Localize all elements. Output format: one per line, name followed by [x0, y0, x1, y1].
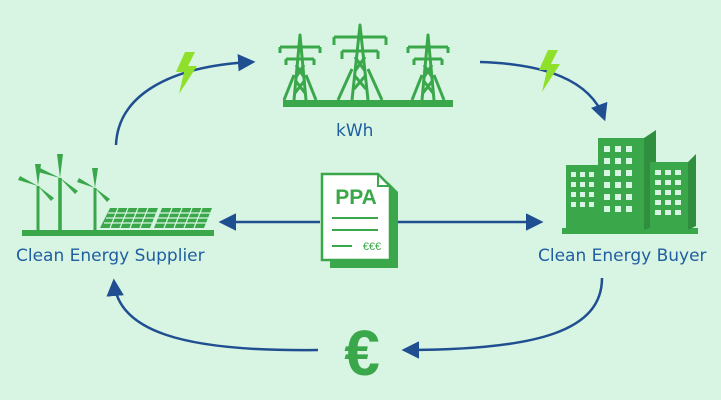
document-icon: PPA €€€ [320, 172, 398, 268]
solar-panel-icon [22, 207, 214, 236]
grid-label: kWh [336, 121, 374, 141]
flow-arrows [106, 53, 608, 359]
arrow-payment-to-supplier [106, 278, 319, 352]
transmission-tower-icon [278, 23, 453, 107]
contract-title: PPA [335, 186, 377, 209]
euro-icon: € [344, 317, 380, 389]
supplier-label: Clean Energy Supplier [16, 246, 205, 266]
arrow-grid-to-buyer [479, 60, 608, 122]
arrow-supplier-to-grid [114, 53, 256, 146]
wind-turbine-icon [18, 154, 110, 232]
lightning-icon [176, 52, 197, 94]
contract-currency: €€€ [363, 241, 381, 253]
buyer-label: Clean Energy Buyer [538, 246, 707, 266]
arrow-buyer-to-payment [401, 277, 604, 359]
lightning-icon [539, 50, 560, 92]
building-icon [562, 130, 698, 234]
